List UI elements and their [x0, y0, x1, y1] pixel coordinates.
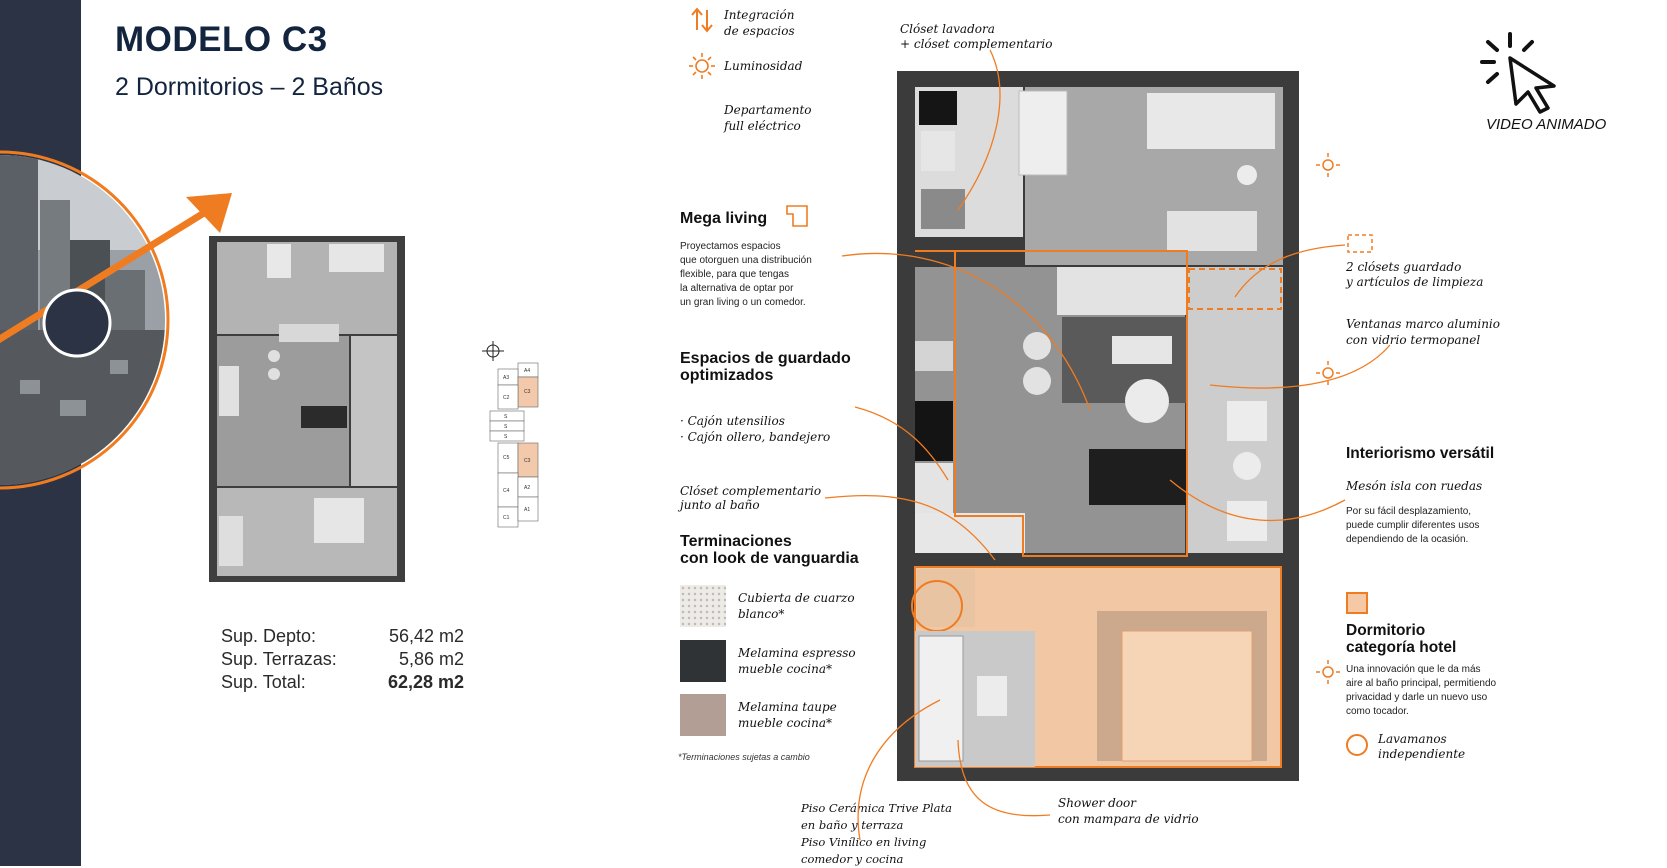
sink-text: Lavamanos independiente — [1378, 732, 1466, 761]
sun-icon — [1316, 660, 1340, 684]
click-cursor-icon[interactable] — [1480, 30, 1570, 114]
area-row-total: Sup. Total: 62,28 m2 — [221, 671, 464, 694]
area-label: Sup. Total: — [221, 672, 306, 692]
closet-laundry-text: Clóset lavadora + clóset complementario — [900, 22, 1053, 51]
key-unit: S — [504, 414, 508, 420]
area-value: 56,42 m2 — [388, 626, 464, 646]
interior-subtitle: Mesón isla con ruedas — [1346, 479, 1483, 493]
circle-outline-icon — [1346, 734, 1368, 756]
key-unit: A3 — [503, 375, 509, 381]
area-value: 5,86 m2 — [398, 649, 464, 669]
mega-living-title: Mega living — [680, 210, 768, 227]
area-value: 62,28 m2 — [387, 672, 464, 692]
storage-title: Espacios de guardado optimizados — [680, 350, 851, 384]
finishes-title: Terminaciones con look de vanguardia — [680, 533, 859, 567]
floors-text: Piso Cerámica Trive Plata en baño y terr… — [801, 801, 952, 866]
mega-living-text: Proyectamos espacios que otorguen una di… — [680, 241, 812, 308]
finishes-note: *Terminaciones sujetas a cambio — [678, 752, 810, 762]
video-link[interactable]: VIDEO ANIMADO — [1486, 116, 1607, 133]
key-unit: S — [504, 434, 508, 440]
area-row: Sup. Depto: 56,42 m2 — [221, 625, 464, 648]
compass-icon — [482, 341, 504, 361]
key-unit: C3 — [524, 458, 531, 464]
taupe-swatch — [680, 694, 726, 736]
area-row: Sup. Terrazas: 5,86 m2 — [221, 648, 464, 671]
sun-icon — [1316, 361, 1340, 385]
plan-outline-icon — [786, 205, 808, 227]
key-unit: C4 — [503, 488, 510, 494]
cleaning-closets-text: 2 clósets guardado y artículos de limpie… — [1346, 260, 1484, 289]
key-unit: A4 — [524, 368, 530, 374]
bedroom-text: Una innovación que le da más aire al bañ… — [1346, 664, 1497, 717]
small-floor-plan — [209, 236, 405, 582]
area-label: Sup. Terrazas: — [221, 649, 337, 669]
key-plan: A4 A3 C3 C2 S S S C5 C3 C4 A2 C1 A1 — [482, 341, 539, 528]
arrows-vertical-icon — [691, 7, 713, 33]
square-outline-icon — [1346, 592, 1368, 614]
key-unit: A1 — [524, 507, 530, 513]
espresso-swatch — [680, 640, 726, 682]
main-floor-plan — [897, 71, 1299, 781]
legend-light: Luminosidad — [724, 59, 803, 73]
photo-circle-graphic — [0, 150, 232, 490]
key-unit: A2 — [524, 485, 530, 491]
area-label: Sup. Depto: — [221, 626, 317, 646]
dashed-box-icon — [1347, 234, 1373, 253]
shower-text: Shower door con mampara de vidrio — [1058, 796, 1199, 826]
model-subtitle: 2 Dormitorios – 2 Baños — [115, 73, 384, 101]
legend-integration: Integración de espacios — [724, 8, 795, 38]
key-unit: C1 — [503, 515, 510, 521]
key-unit: C2 — [503, 395, 510, 401]
area-table: Sup. Depto: 56,42 m2 Sup. Terrazas: 5,86… — [221, 625, 464, 694]
sun-icon — [689, 53, 715, 79]
finish-label: Cubierta de cuarzo blanco* — [738, 591, 855, 621]
interior-text: Por su fácil desplazamiento, puede cumpl… — [1346, 506, 1480, 545]
key-unit: S — [504, 424, 508, 430]
sun-icon — [1316, 153, 1340, 177]
finish-label: Melamina taupe mueble cocina* — [738, 700, 837, 730]
windows-text: Ventanas marco aluminio con vidrio termo… — [1346, 317, 1500, 347]
interior-title: Interiorismo versátil — [1346, 445, 1495, 462]
quartz-swatch — [680, 585, 726, 627]
bedroom-title: Dormitorio categoría hotel — [1346, 622, 1457, 656]
finish-label: Melamina espresso mueble cocina* — [738, 646, 856, 676]
closet-kitchen-text: Clóset complementario junto al baño — [680, 484, 822, 512]
key-unit: C3 — [524, 389, 531, 395]
model-title: MODELO C3 — [115, 20, 328, 59]
legend-electric: Departamento full eléctrico — [724, 103, 812, 133]
storage-items: · Cajón utensilios · Cajón ollero, bande… — [680, 414, 831, 444]
key-unit: C5 — [503, 455, 510, 461]
